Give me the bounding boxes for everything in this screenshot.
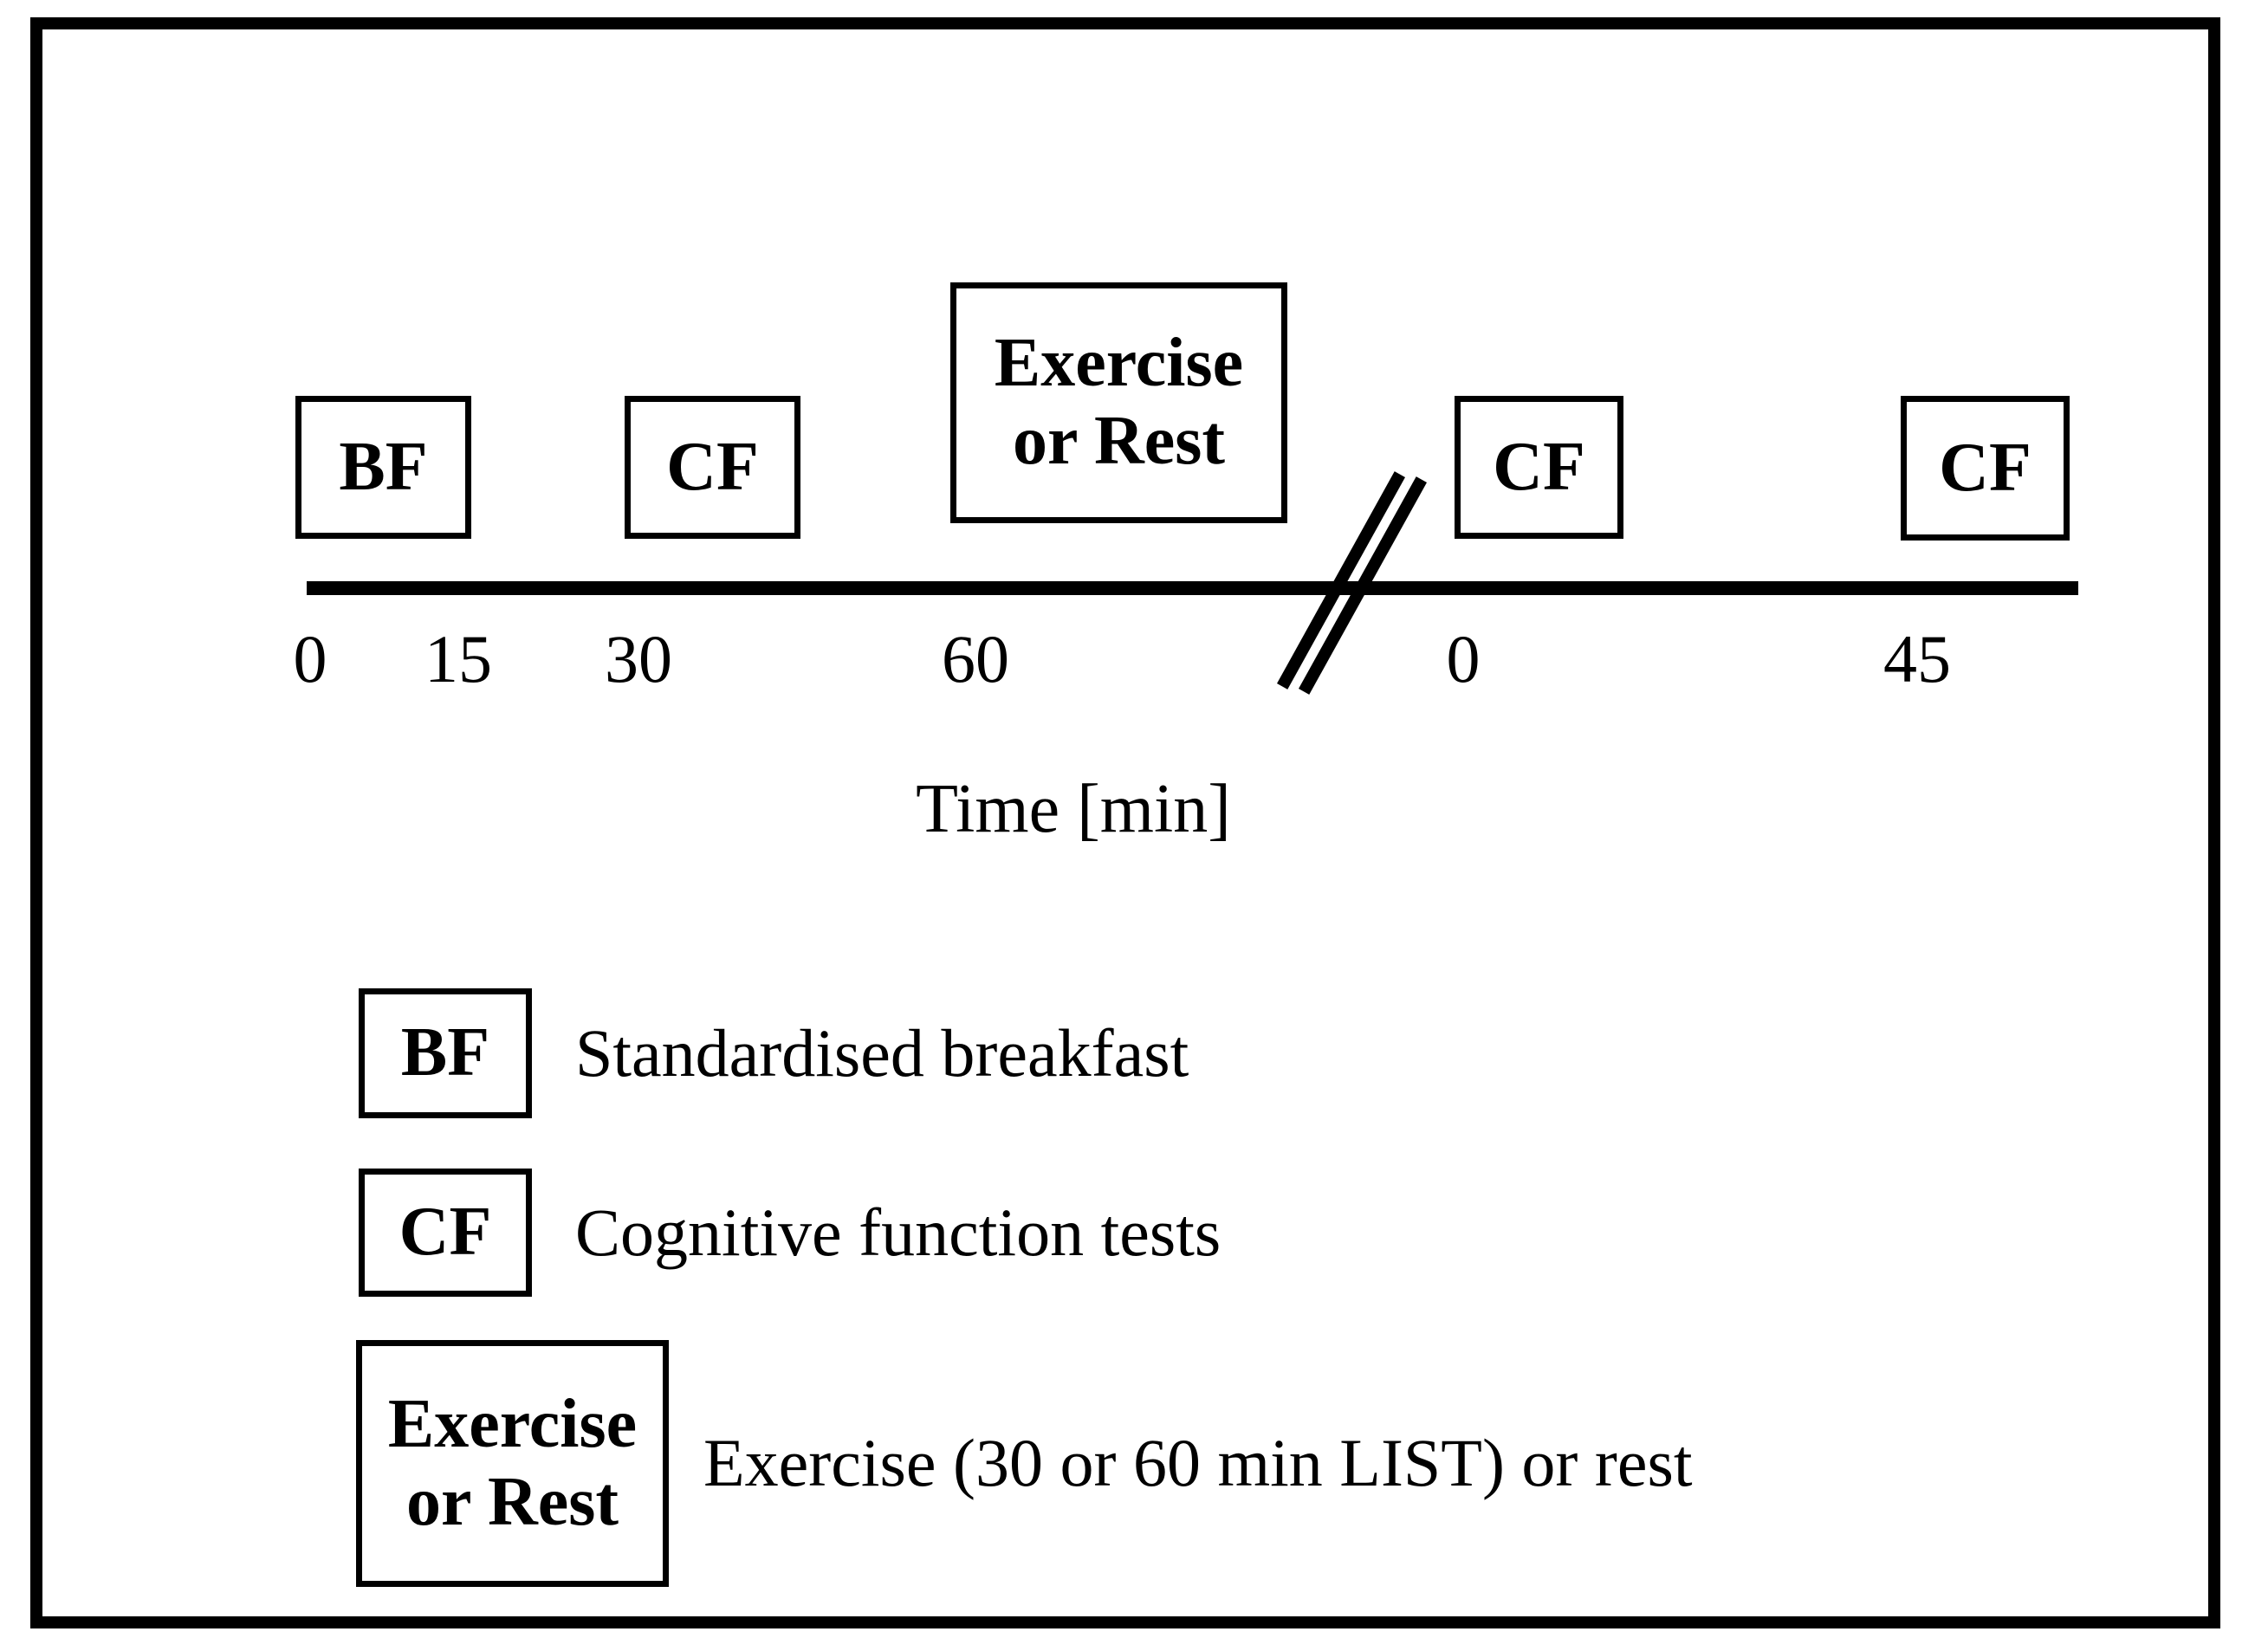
tick-label-45: 45 (1883, 621, 1951, 696)
legend-key-box-cf: CF (359, 1169, 532, 1297)
legend-exercise-line-1: Exercise (387, 1385, 638, 1462)
timeline-box-cf-1-label: CF (666, 428, 759, 505)
tick-label-0-post: 0 (1446, 621, 1481, 696)
legend-desc-bf: Standardised breakfast (575, 1015, 1189, 1091)
exercise-line-1: Exercise (994, 325, 1244, 402)
timeline-box-cf-2: CF (1455, 396, 1623, 539)
legend-desc-exercise: Exercise (30 or 60 min LIST) or rest (703, 1425, 1693, 1501)
timeline-box-cf-2-label: CF (1493, 428, 1585, 505)
legend-key-bf-label: BF (400, 1014, 490, 1091)
timeline-box-cf-3: CF (1901, 396, 2070, 541)
timeline-box-exercise-label: Exercise or Rest (995, 325, 1243, 480)
legend-key-box-bf: BF (359, 988, 532, 1118)
tick-label-0-pre: 0 (293, 621, 327, 696)
timeline-box-bf-label: BF (339, 428, 428, 505)
legend-key-box-exercise-or-rest: Exercise or Rest (356, 1340, 669, 1587)
timeline-box-bf: BF (295, 396, 471, 539)
tick-label-60: 60 (942, 621, 1009, 696)
legend-desc-cf: Cognitive function tests (575, 1195, 1221, 1271)
tick-label-30: 30 (605, 621, 672, 696)
figure-frame: BF CF Exercise or Rest CF CF 0 15 30 60 … (30, 17, 2220, 1628)
legend-exercise-line-2: or Rest (405, 1463, 619, 1540)
exercise-line-2: or Rest (1012, 403, 1226, 479)
timeline-box-cf-3-label: CF (1939, 429, 2031, 506)
axis-break-icon (1277, 471, 1405, 690)
tick-label-15: 15 (424, 621, 492, 696)
timeline-box-exercise-or-rest: Exercise or Rest (950, 282, 1287, 523)
time-axis-line (307, 581, 2078, 595)
legend-key-cf-label: CF (399, 1194, 492, 1271)
axis-title: Time [min] (916, 771, 1231, 847)
legend-key-exercise-label: Exercise or Rest (388, 1386, 637, 1541)
timeline-box-cf-1: CF (625, 396, 800, 539)
